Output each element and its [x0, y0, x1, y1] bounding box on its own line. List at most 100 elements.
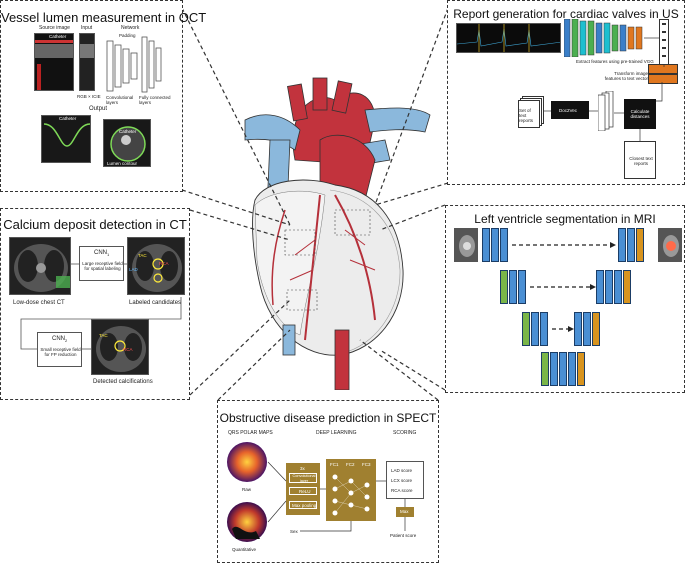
ct-lowdose-label: Low-dose chest CT: [13, 300, 65, 306]
oct-catheter-label-top: Catheter: [49, 34, 67, 39]
mri-output-image: [658, 228, 682, 262]
mri-bot-a: [541, 352, 549, 386]
mri-dec2d: [623, 270, 631, 304]
us-doc2vec-label: Doc2Vec: [559, 108, 578, 113]
spect-raw-label: Raw: [242, 487, 252, 492]
us-vgg-layers: [564, 19, 644, 57]
ct-cnn1-desc: Large receptive field for spatial labeli…: [82, 261, 123, 271]
mri-enc2a: [500, 270, 508, 304]
oct-network-label: Network: [121, 25, 140, 31]
spect-fc3-label: FC3: [362, 462, 371, 467]
spect-relu-label: ReLU: [299, 489, 311, 494]
spect-3x-label: 3x: [300, 466, 305, 471]
mri-dec1a: [618, 228, 626, 262]
spect-panel: Obstructive disease prediction in SPECT …: [217, 400, 439, 563]
mri-bot-e: [577, 352, 585, 386]
oct-catheter-label-cs: Catheter: [119, 129, 137, 134]
ct-detected-tac: TAC: [99, 333, 108, 338]
us-text-reports-stack: [518, 96, 544, 128]
us-set-reports-label: Set of text reports: [519, 108, 534, 123]
mri-dec2a: [596, 270, 604, 304]
us-calc-dist-label: Calculate distances: [630, 109, 650, 119]
mri-dec1c: [636, 228, 644, 262]
oct-title: Vessel lumen measurement in OCT: [1, 10, 207, 25]
mri-bot-b: [550, 352, 558, 386]
oct-output-label: Output: [89, 106, 108, 112]
us-extract-label: Extract features using pre-trained VGG: [576, 59, 654, 64]
spect-fc2-label: FC2: [346, 462, 355, 467]
spect-maxpool-box: Max pooling: [289, 501, 317, 509]
us-closest-box: Closest text reports: [624, 141, 656, 179]
spect-rca-score: RCA score: [391, 488, 413, 493]
mri-dec1b: [627, 228, 635, 262]
spect-quant-map: [226, 501, 268, 543]
mri-dec3a: [574, 312, 582, 346]
mri-enc2c: [518, 270, 526, 304]
spect-title: Obstructive disease prediction in SPECT: [219, 411, 437, 425]
ct-panel: Calcium deposit detection in CT Low-dose…: [0, 208, 190, 400]
mri-enc3a: [522, 312, 530, 346]
mri-enc1c: [500, 228, 508, 262]
us-closest-label: Closest text reports: [629, 156, 653, 166]
oct-fc-layers: [141, 36, 163, 94]
ct-title: Calcium deposit detection in CT: [3, 217, 187, 232]
ct-labeled-tac: TAC: [138, 253, 147, 258]
oct-padding-label: Padding: [119, 33, 136, 38]
spect-max-label: Max: [400, 509, 409, 514]
us-transform-layers: [648, 64, 678, 84]
mri-dec3b: [583, 312, 591, 346]
ct-cnn1-box: CNN1 Large receptive field for spatial l…: [79, 246, 124, 281]
oct-output-crosssection: [103, 119, 151, 167]
spect-arrows: [267, 461, 406, 532]
ct-cnn1-label: CNN1: [94, 250, 110, 258]
oct-source-image-label: Source image: [39, 25, 70, 31]
us-panel: Report generation for cardiac valves in …: [447, 0, 685, 185]
ct-labeled-label: Labeled candidates: [129, 300, 182, 306]
mri-enc2b: [509, 270, 517, 304]
spect-raw-map: [226, 441, 268, 483]
spect-conv-layer-label: Convolutional layer: [292, 474, 316, 483]
spect-conv-layer-box: Convolutional layer: [289, 473, 317, 483]
ct-labeled-lad: LAD: [129, 267, 138, 272]
spect-patient-score: Patient score: [390, 533, 417, 538]
mri-enc1a: [482, 228, 490, 262]
oct-fc-label: Fully connected layers: [139, 95, 171, 105]
oct-conv-layers: [106, 39, 140, 94]
spect-fc-block: FC1 FC2 FC3: [326, 459, 376, 521]
spect-fc1-label: FC1: [330, 462, 339, 467]
mri-input-image: [454, 228, 478, 262]
ct-lowdose-image: [9, 237, 71, 295]
us-doc2vec-box: Doc2Vec: [551, 101, 589, 119]
mri-dec2c: [614, 270, 622, 304]
us-text-vectors: [598, 91, 614, 131]
mri-panel: Left ventricle segmentation in MRI: [445, 205, 685, 393]
mri-bot-c: [559, 352, 567, 386]
ct-detected-rca: RCA: [123, 347, 133, 352]
oct-input-label: Input: [81, 25, 93, 31]
oct-output-longitudinal: [41, 115, 91, 163]
heart-illustration: [225, 70, 445, 390]
oct-input-image: [79, 33, 95, 91]
ct-detected-image: [91, 319, 149, 375]
mri-enc3b: [531, 312, 539, 346]
oct-catheter-label-out: Catheter: [59, 116, 77, 121]
us-arrows: [544, 37, 665, 141]
spect-lcx-score: LCX score: [391, 478, 413, 483]
mri-skip-arrows: [512, 242, 616, 332]
ct-arrows: [20, 263, 182, 350]
spect-relu-box: ReLU: [289, 487, 317, 495]
oct-panel: Vessel lumen measurement in OCT Source i…: [0, 0, 207, 192]
ct-cnn2-box: CNN2 Small receptive field for FP reduct…: [37, 332, 82, 367]
spect-conv-block: 3x Convolutional layer ReLU Max pooling: [286, 463, 320, 515]
us-echo-image: [456, 23, 561, 53]
us-calc-dist-box: Calculate distances: [624, 99, 656, 129]
mri-dec2b: [605, 270, 613, 304]
mri-enc3c: [540, 312, 548, 346]
ct-labeled-image: [127, 237, 185, 295]
oct-rgb-label: RGB × ICIE: [77, 94, 101, 99]
mri-title: Left ventricle segmentation in MRI: [474, 212, 656, 226]
ct-cnn2-label: CNN2: [52, 336, 68, 344]
oct-source-image: [34, 33, 74, 91]
oct-conv-label: Convolutional layers: [106, 95, 134, 105]
